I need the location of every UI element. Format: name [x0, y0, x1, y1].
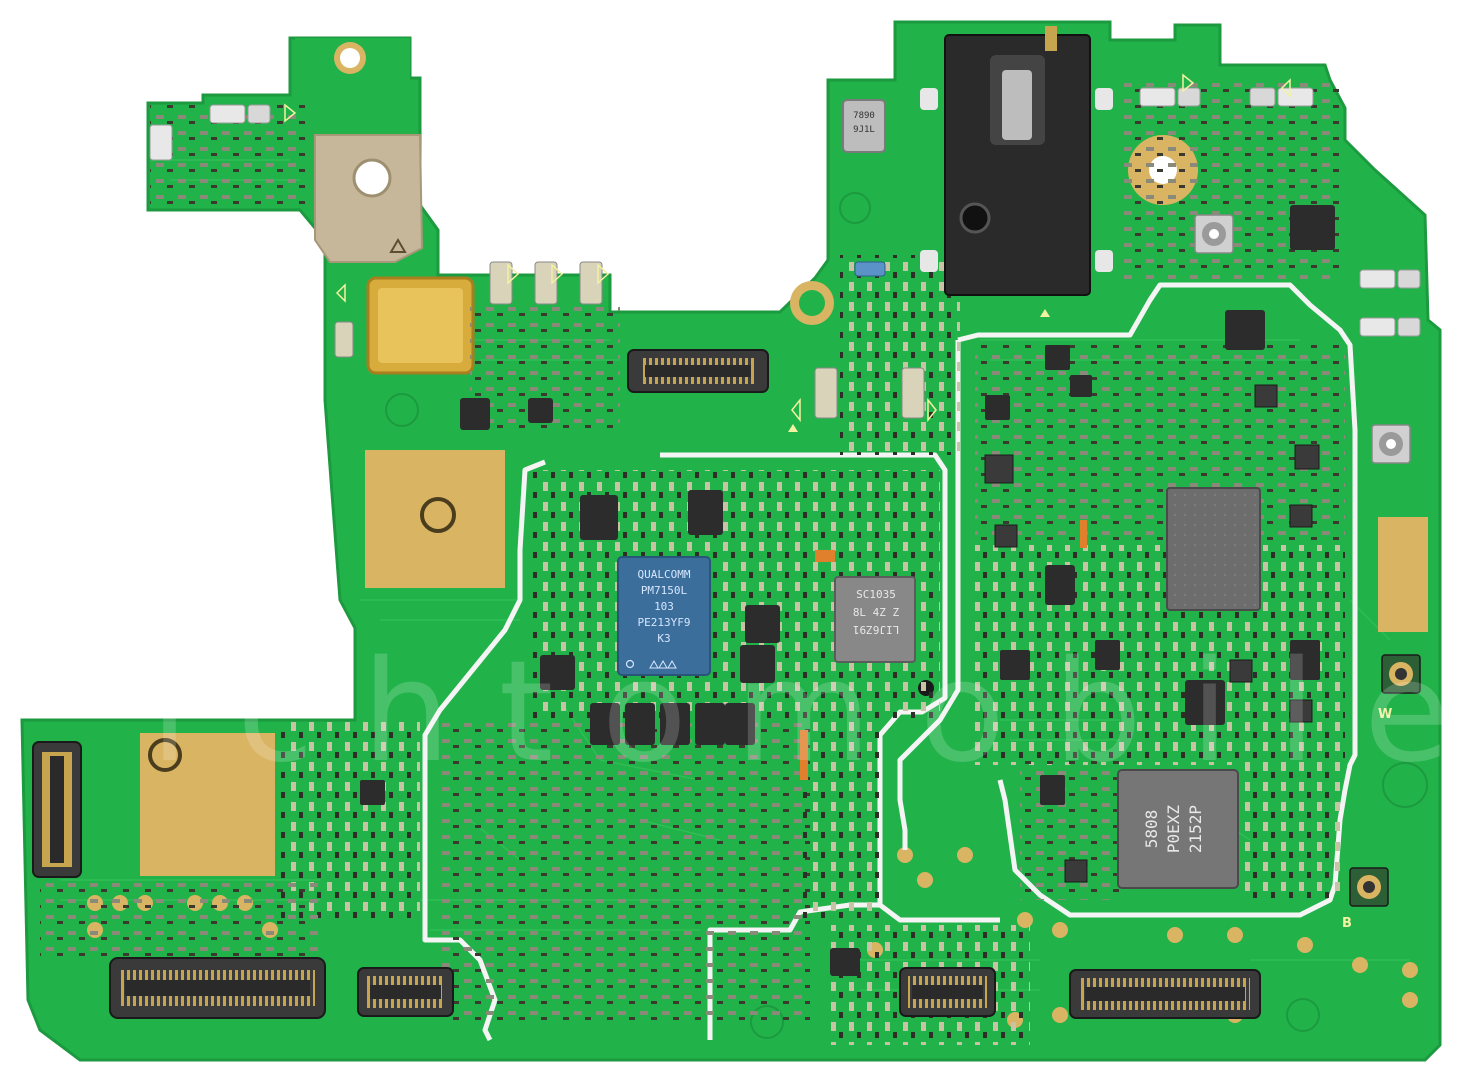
connector-bottom-small-2 [899, 967, 996, 1017]
silkscreen-markers [284, 73, 1291, 423]
board-to-board-connector-top [627, 349, 769, 393]
small-ics [984, 384, 1320, 883]
gold-pad-bottom-left [140, 733, 275, 876]
mounting-hole-top-left [295, 38, 410, 83]
crystal-label-2: 9J1L [853, 125, 875, 135]
connector-bottom-small-1 [357, 967, 454, 1017]
rf-label-3: 2152P [1186, 805, 1205, 853]
crystal-label-1: 7890 [853, 111, 875, 121]
gold-pad-right [1378, 517, 1428, 632]
spring-contacts [149, 87, 1421, 419]
connector-bottom-right [1069, 969, 1261, 1019]
sc-label-3: LIJ6Z91 [853, 623, 899, 636]
gold-shield-square [366, 276, 475, 375]
sc-label-2: 8L 4Z Z [853, 606, 900, 619]
orange-components [800, 520, 1087, 780]
rf-label-2: P0EXZ [1164, 805, 1183, 854]
connector-bottom-large [109, 957, 326, 1019]
watermark: ichtomobile [150, 631, 1458, 794]
pmic-label-4: PE213YF9 [638, 616, 691, 629]
gold-pad-left [365, 450, 505, 588]
pmic-label-2: PM7150L [641, 584, 688, 597]
sc-chip: SC1035 8L 4Z Z LIJ6Z91 [834, 576, 916, 663]
rf-connectors [1194, 214, 1421, 907]
shield-bracket-top [314, 134, 424, 263]
rf-chip: 5808 P0EXZ 2152P [1117, 769, 1239, 889]
pmic-label-3: 103 [654, 600, 674, 613]
rf-connector-b [1349, 867, 1389, 907]
silkscreen-label-b: B [1342, 916, 1352, 931]
rf-connector-top [1194, 214, 1234, 254]
rf-connector-mid [1371, 424, 1411, 464]
pmic-label-5: K3 [657, 632, 670, 645]
connector-left-vertical [32, 741, 82, 878]
pmic-chip: QUALCOMM PM7150L 103 PE213YF9 K3 [617, 556, 711, 676]
silkscreen-label-w: W [1378, 707, 1392, 722]
bga-chip-large [1166, 487, 1261, 611]
rf-label-1: 5808 [1142, 810, 1161, 849]
sc-label-1: SC1035 [856, 588, 896, 601]
audio-jack [920, 26, 1113, 296]
pmic-label-1: QUALCOMM [638, 568, 691, 581]
rf-connector-w [1381, 654, 1421, 694]
inductors [360, 205, 1335, 976]
crystal-oscillator: 7890 9J1L [842, 99, 886, 153]
